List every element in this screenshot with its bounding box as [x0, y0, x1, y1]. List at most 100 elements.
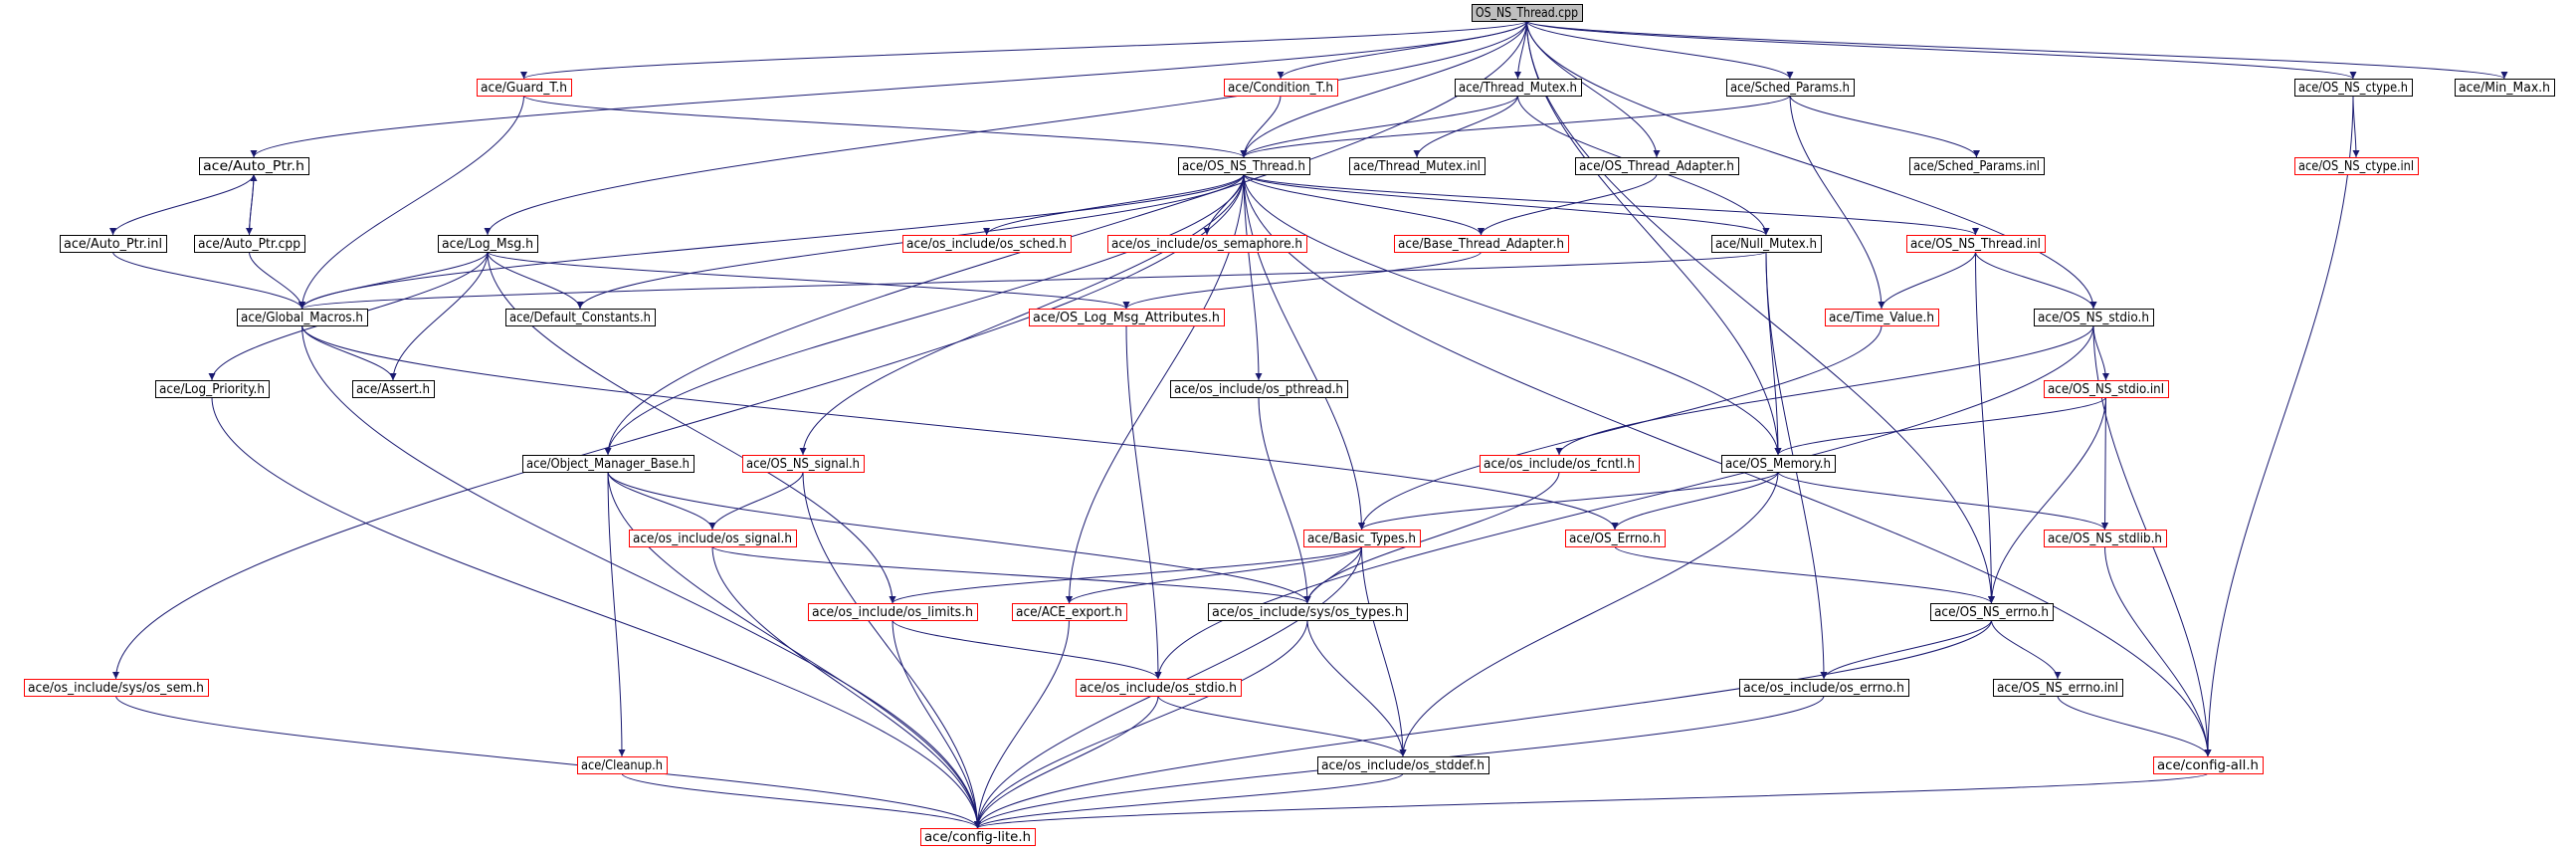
node-box[interactable] — [1394, 235, 1569, 253]
node-box[interactable] — [438, 235, 538, 253]
node-ace-basic-types-h[interactable]: ace/Basic_Types.h — [1303, 530, 1421, 547]
node-ace-guard-t-h[interactable]: ace/Guard_T.h — [477, 79, 572, 97]
node-box[interactable] — [1565, 530, 1666, 547]
node-ace-thread-mutex-h[interactable]: ace/Thread_Mutex.h — [1455, 79, 1582, 97]
node-box[interactable] — [2153, 756, 2264, 774]
node-ace-os-errno-h[interactable]: ace/OS_Errno.h — [1565, 530, 1666, 547]
node-box[interactable] — [1455, 79, 1582, 97]
node-ace-default-constants-h[interactable]: ace/Default_Constants.h — [505, 309, 656, 326]
node-box[interactable] — [2044, 530, 2167, 547]
node-ace-os-memory-h[interactable]: ace/OS_Memory.h — [1721, 455, 1836, 473]
node-ace-os-include-os-fcntl-h[interactable]: ace/os_include/os_fcntl.h — [1480, 455, 1640, 473]
node-ace-ace-export-h[interactable]: ace/ACE_export.h — [1012, 603, 1127, 621]
node-box[interactable] — [505, 309, 656, 326]
node-ace-base-thread-adapter-h[interactable]: ace/Base_Thread_Adapter.h — [1394, 235, 1569, 253]
node-box[interactable] — [1825, 309, 1939, 326]
node-box[interactable] — [199, 157, 309, 175]
node-box[interactable] — [808, 603, 978, 621]
node-ace-os-include-sys-os-types-h[interactable]: ace/os_include/sys/os_types.h — [1208, 603, 1408, 621]
node-box[interactable] — [1303, 530, 1421, 547]
node-ace-object-manager-base-h[interactable]: ace/Object_Manager_Base.h — [522, 455, 694, 473]
node-ace-condition-t-h[interactable]: ace/Condition_T.h — [1224, 79, 1338, 97]
node-box[interactable] — [1472, 4, 1583, 22]
node-box[interactable] — [1317, 756, 1489, 774]
node-box[interactable] — [1993, 679, 2123, 697]
node-ace-min-max-h[interactable]: ace/Min_Max.h — [2455, 79, 2555, 97]
node-box[interactable] — [155, 380, 270, 398]
node-ace-os-include-sys-os-sem-h[interactable]: ace/os_include/sys/os_sem.h — [24, 679, 209, 697]
node-box[interactable] — [2455, 79, 2555, 97]
node-ace-os-ns-ctype-h[interactable]: ace/OS_NS_ctype.h — [2294, 79, 2413, 97]
node-ace-auto-ptr-cpp[interactable]: ace/Auto_Ptr.cpp — [194, 235, 305, 253]
node-box[interactable] — [742, 455, 865, 473]
node-box[interactable] — [1012, 603, 1127, 621]
node-ace-os-ns-errno-h[interactable]: ace/OS_NS_errno.h — [1930, 603, 2054, 621]
node-box[interactable] — [237, 309, 368, 326]
node-box[interactable] — [2044, 380, 2169, 398]
node-box[interactable] — [1349, 157, 1486, 175]
node-box[interactable] — [1107, 235, 1307, 253]
node-box[interactable] — [2294, 79, 2413, 97]
node-ace-os-include-os-semaphore-h[interactable]: ace/os_include/os_semaphore.h — [1107, 235, 1307, 253]
node-box[interactable] — [1930, 603, 2054, 621]
node-ace-assert-h[interactable]: ace/Assert.h — [352, 380, 435, 398]
node-box[interactable] — [477, 79, 572, 97]
node-box[interactable] — [1721, 455, 1836, 473]
node-box[interactable] — [1739, 679, 1909, 697]
node-ace-os-include-os-pthread-h[interactable]: ace/os_include/os_pthread.h — [1170, 380, 1348, 398]
node-box[interactable] — [577, 756, 668, 774]
node-box[interactable] — [2034, 309, 2154, 326]
node-box[interactable] — [1208, 603, 1408, 621]
node-box[interactable] — [1178, 157, 1310, 175]
node-box[interactable] — [1480, 455, 1640, 473]
node-box[interactable] — [522, 455, 694, 473]
node-ace-os-thread-adapter-h[interactable]: ace/OS_Thread_Adapter.h — [1575, 157, 1739, 175]
node-ace-os-ns-errno-inl[interactable]: ace/OS_NS_errno.inl — [1993, 679, 2123, 697]
node-box[interactable] — [1170, 380, 1348, 398]
node-box[interactable] — [194, 235, 305, 253]
node-box[interactable] — [629, 530, 797, 547]
node-os-ns-thread-cpp[interactable]: OS_NS_Thread.cpp — [1472, 4, 1583, 22]
node-box[interactable] — [1711, 235, 1822, 253]
node-ace-auto-ptr-inl[interactable]: ace/Auto_Ptr.inl — [60, 235, 167, 253]
node-box[interactable] — [1029, 309, 1225, 326]
node-ace-os-include-os-stdio-h[interactable]: ace/os_include/os_stdio.h — [1076, 679, 1242, 697]
node-box[interactable] — [1906, 235, 2046, 253]
node-ace-config-all-h[interactable]: ace/config-all.h — [2153, 756, 2264, 774]
node-ace-log-priority-h[interactable]: ace/Log_Priority.h — [155, 380, 270, 398]
node-ace-os-ns-stdio-inl[interactable]: ace/OS_NS_stdio.inl — [2044, 380, 2169, 398]
node-ace-cleanup-h[interactable]: ace/Cleanup.h — [577, 756, 668, 774]
node-ace-os-ns-ctype-inl[interactable]: ace/OS_NS_ctype.inl — [2294, 157, 2419, 175]
node-box[interactable] — [60, 235, 167, 253]
node-ace-sched-params-h[interactable]: ace/Sched_Params.h — [1726, 79, 1855, 97]
node-ace-os-include-os-errno-h[interactable]: ace/os_include/os_errno.h — [1739, 679, 1909, 697]
node-ace-os-include-os-stddef-h[interactable]: ace/os_include/os_stddef.h — [1317, 756, 1489, 774]
node-ace-os-include-os-limits-h[interactable]: ace/os_include/os_limits.h — [808, 603, 978, 621]
node-ace-os-ns-signal-h[interactable]: ace/OS_NS_signal.h — [742, 455, 865, 473]
node-box[interactable] — [1224, 79, 1338, 97]
node-box[interactable] — [1575, 157, 1739, 175]
node-ace-thread-mutex-inl[interactable]: ace/Thread_Mutex.inl — [1349, 157, 1486, 175]
node-ace-null-mutex-h[interactable]: ace/Null_Mutex.h — [1711, 235, 1822, 253]
node-ace-auto-ptr-h[interactable]: ace/Auto_Ptr.h — [199, 157, 309, 175]
node-box[interactable] — [352, 380, 435, 398]
node-box[interactable] — [1909, 157, 2045, 175]
node-ace-log-msg-h[interactable]: ace/Log_Msg.h — [438, 235, 538, 253]
node-ace-os-include-os-sched-h[interactable]: ace/os_include/os_sched.h — [902, 235, 1072, 253]
node-ace-global-macros-h[interactable]: ace/Global_Macros.h — [237, 309, 368, 326]
node-ace-os-include-os-signal-h[interactable]: ace/os_include/os_signal.h — [629, 530, 797, 547]
node-box[interactable] — [920, 828, 1036, 846]
node-box[interactable] — [1076, 679, 1242, 697]
node-box[interactable] — [24, 679, 209, 697]
node-box[interactable] — [902, 235, 1072, 253]
node-ace-config-lite-h[interactable]: ace/config-lite.h — [920, 828, 1036, 846]
node-ace-os-ns-thread-h[interactable]: ace/OS_NS_Thread.h — [1178, 157, 1310, 175]
node-box[interactable] — [2294, 157, 2419, 175]
node-ace-os-log-msg-attributes-h[interactable]: ace/OS_Log_Msg_Attributes.h — [1029, 309, 1225, 326]
node-ace-time-value-h[interactable]: ace/Time_Value.h — [1825, 309, 1939, 326]
node-ace-os-ns-stdlib-h[interactable]: ace/OS_NS_stdlib.h — [2044, 530, 2167, 547]
node-box[interactable] — [1726, 79, 1855, 97]
node-ace-os-ns-stdio-h[interactable]: ace/OS_NS_stdio.h — [2034, 309, 2154, 326]
node-ace-os-ns-thread-inl[interactable]: ace/OS_NS_Thread.inl — [1906, 235, 2046, 253]
node-ace-sched-params-inl[interactable]: ace/Sched_Params.inl — [1909, 157, 2045, 175]
